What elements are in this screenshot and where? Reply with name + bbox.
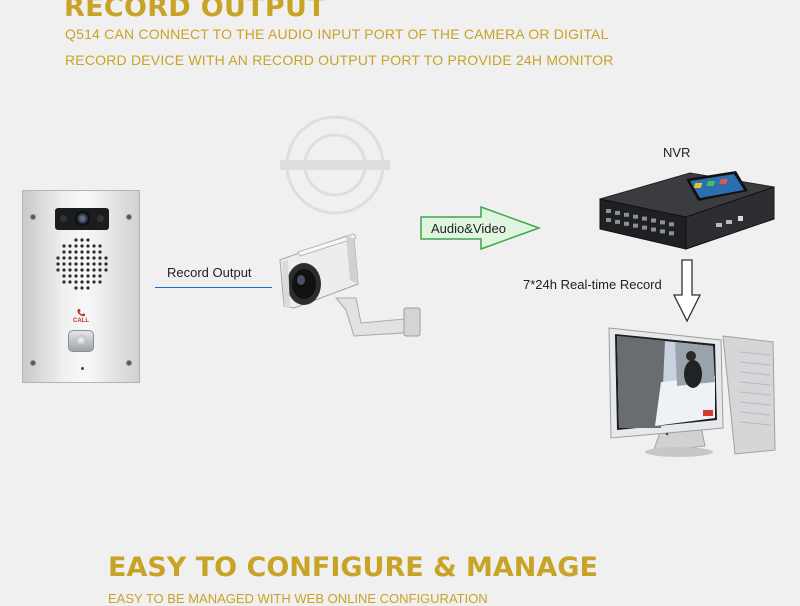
record-output-connector xyxy=(155,287,272,288)
nvr-label: NVR xyxy=(663,145,691,160)
audio-video-label: Audio&Video xyxy=(431,221,506,236)
cctv-camera-icon xyxy=(279,233,421,337)
call-button-icon xyxy=(68,330,94,352)
screw-icon xyxy=(30,360,36,366)
microphone-hole-icon xyxy=(81,367,84,370)
screw-icon xyxy=(126,360,132,366)
call-label: CALL xyxy=(73,318,89,324)
intercom-panel-icon: CALL xyxy=(22,190,140,383)
section-title-record-output: RECORD OUTPUT xyxy=(64,0,326,23)
screw-icon xyxy=(30,214,36,220)
speaker-grille-icon xyxy=(56,238,108,290)
realtime-record-label: 7*24h Real-time Record xyxy=(523,277,662,292)
section-title-configure-manage: EASY TO CONFIGURE & MANAGE xyxy=(108,552,598,583)
watermark-logo-icon xyxy=(280,115,390,215)
record-output-label: Record Output xyxy=(167,265,252,280)
arrow-down-icon xyxy=(673,259,701,323)
camera-module-icon xyxy=(55,208,109,230)
section-description-line-2: RECORD DEVICE WITH AN RECORD OUTPUT PORT… xyxy=(65,52,614,68)
screw-icon xyxy=(126,214,132,220)
nvr-recorder-icon xyxy=(599,171,775,250)
section-description-line-1: Q514 CAN CONNECT TO THE AUDIO INPUT PORT… xyxy=(65,26,609,42)
arrow-right-icon xyxy=(420,205,542,251)
phone-icon xyxy=(77,309,85,317)
monitor-icon xyxy=(608,327,776,457)
